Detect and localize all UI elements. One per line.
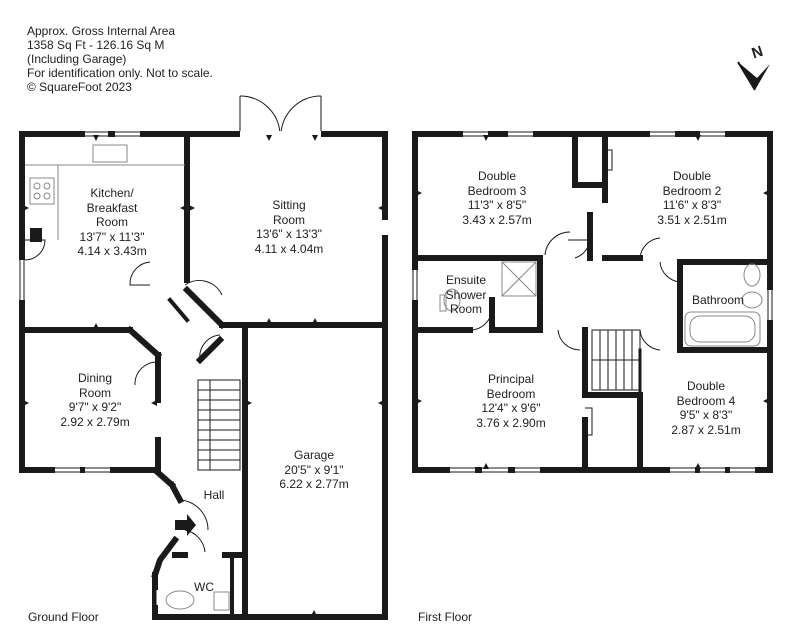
room-name: Kitchen/ xyxy=(90,186,134,200)
room-name: Bedroom 4 xyxy=(676,393,736,408)
first-floor-label: First Floor xyxy=(418,610,472,624)
room-name: Garage xyxy=(293,448,335,462)
room-metric: 3.51 x 2.51m xyxy=(657,212,727,227)
room-label-hall: Hall xyxy=(204,488,225,503)
room-label-kitchen: Kitchen/ Breakfast Room 13'7" x 11'3" 4.… xyxy=(77,186,146,259)
room-name: Principal xyxy=(487,372,535,386)
room-name: Bedroom 3 xyxy=(467,183,527,198)
room-imperial: 13'7" x 11'3" xyxy=(79,229,145,244)
ground-stairs xyxy=(197,379,241,471)
room-name: Ensuite xyxy=(445,273,487,287)
room-imperial: 9'7" x 9'2" xyxy=(68,400,122,414)
room-metric: 3.76 x 2.90m xyxy=(476,415,546,430)
room-name: Sitting xyxy=(272,198,306,212)
first-window-lines xyxy=(412,131,773,473)
room-imperial: 9'5" x 8'3" xyxy=(679,408,733,422)
room-name: Bedroom 2 xyxy=(662,183,722,198)
copyright: © SquareFoot 2023 xyxy=(27,80,132,94)
room-name: Dining xyxy=(77,371,113,385)
wc-fixtures xyxy=(165,590,230,611)
room-label-bathroom: Bathroom xyxy=(692,293,744,308)
ground-floor-walls xyxy=(19,131,388,620)
room-name: Bedroom xyxy=(486,386,536,401)
room-label-principal: Principal Bedroom 12'4" x 9'6" 3.76 x 2.… xyxy=(476,372,545,430)
ground-floor-label: Ground Floor xyxy=(28,610,99,624)
first-floor-walls xyxy=(412,131,773,473)
room-name: Bathroom xyxy=(691,293,745,307)
room-name: Breakfast xyxy=(86,200,138,215)
room-label-ensuite: Ensuite Shower Room xyxy=(446,273,487,317)
room-imperial: 20'5" x 9'1" xyxy=(284,462,344,477)
compass-arrow-icon xyxy=(737,61,770,91)
room-metric: 3.43 x 2.57m xyxy=(462,212,532,227)
room-imperial: 11'6" x 8'3" xyxy=(662,198,722,212)
room-name: Double xyxy=(477,169,517,183)
ground-window-lines xyxy=(19,131,140,473)
room-metric: 4.14 x 3.43m xyxy=(77,244,147,258)
disclaimer: For identification only. Not to scale. xyxy=(27,66,213,80)
dimension-markers xyxy=(23,135,769,616)
room-imperial: 11'3" x 8'5" xyxy=(467,198,527,212)
first-floor-windows xyxy=(411,130,774,474)
area-summary: Approx. Gross Internal Area 1358 Sq Ft -… xyxy=(27,24,213,94)
room-label-dining: Dining Room 9'7" x 9'2" 2.92 x 2.79m xyxy=(60,371,129,429)
room-name: Shower xyxy=(445,287,487,302)
room-name: Room xyxy=(272,212,306,227)
ground-floor-windows xyxy=(18,130,389,605)
first-floor-doors xyxy=(469,149,681,436)
entrance-arrow-icon xyxy=(175,514,196,536)
room-metric: 2.92 x 2.79m xyxy=(60,414,130,429)
room-name: Room xyxy=(78,385,111,400)
room-metric: 4.11 x 4.04m xyxy=(254,241,324,256)
room-name: Double xyxy=(686,379,726,393)
french-doors xyxy=(239,95,322,137)
room-metric: 2.87 x 2.51m xyxy=(671,422,741,437)
room-label-wc: WC xyxy=(194,580,214,595)
area-value: 1358 Sq Ft - 126.16 Sq M xyxy=(27,38,165,52)
bathroom-fixtures xyxy=(439,261,763,347)
first-floor-stairs xyxy=(591,329,641,391)
room-label-garage: Garage 20'5" x 9'1" 6.22 x 2.77m xyxy=(279,448,348,492)
room-name: Room xyxy=(449,302,482,316)
room-imperial: 13'6" x 13'3" xyxy=(256,227,322,241)
area-title: Approx. Gross Internal Area xyxy=(27,24,176,38)
room-name: Room xyxy=(95,215,128,229)
boiler-block xyxy=(30,228,42,242)
room-metric: 6.22 x 2.77m xyxy=(279,477,349,491)
room-name: WC xyxy=(194,580,214,594)
room-label-bedroom-4: Double Bedroom 4 9'5" x 8'3" 2.87 x 2.51… xyxy=(671,379,740,437)
room-name: Hall xyxy=(203,488,225,502)
area-note: (Including Garage) xyxy=(27,52,127,66)
room-label-bedroom-3: Double Bedroom 3 11'3" x 8'5" 3.43 x 2.5… xyxy=(462,169,531,227)
room-name: Double xyxy=(672,169,712,183)
room-label-bedroom-2: Double Bedroom 2 11'6" x 8'3" 3.51 x 2.5… xyxy=(657,169,726,227)
kitchen-fixtures xyxy=(25,144,185,240)
room-imperial: 12'4" x 9'6" xyxy=(481,401,541,415)
room-label-sitting: Sitting Room 13'6" x 13'3" 4.11 x 4.04m xyxy=(255,198,323,256)
